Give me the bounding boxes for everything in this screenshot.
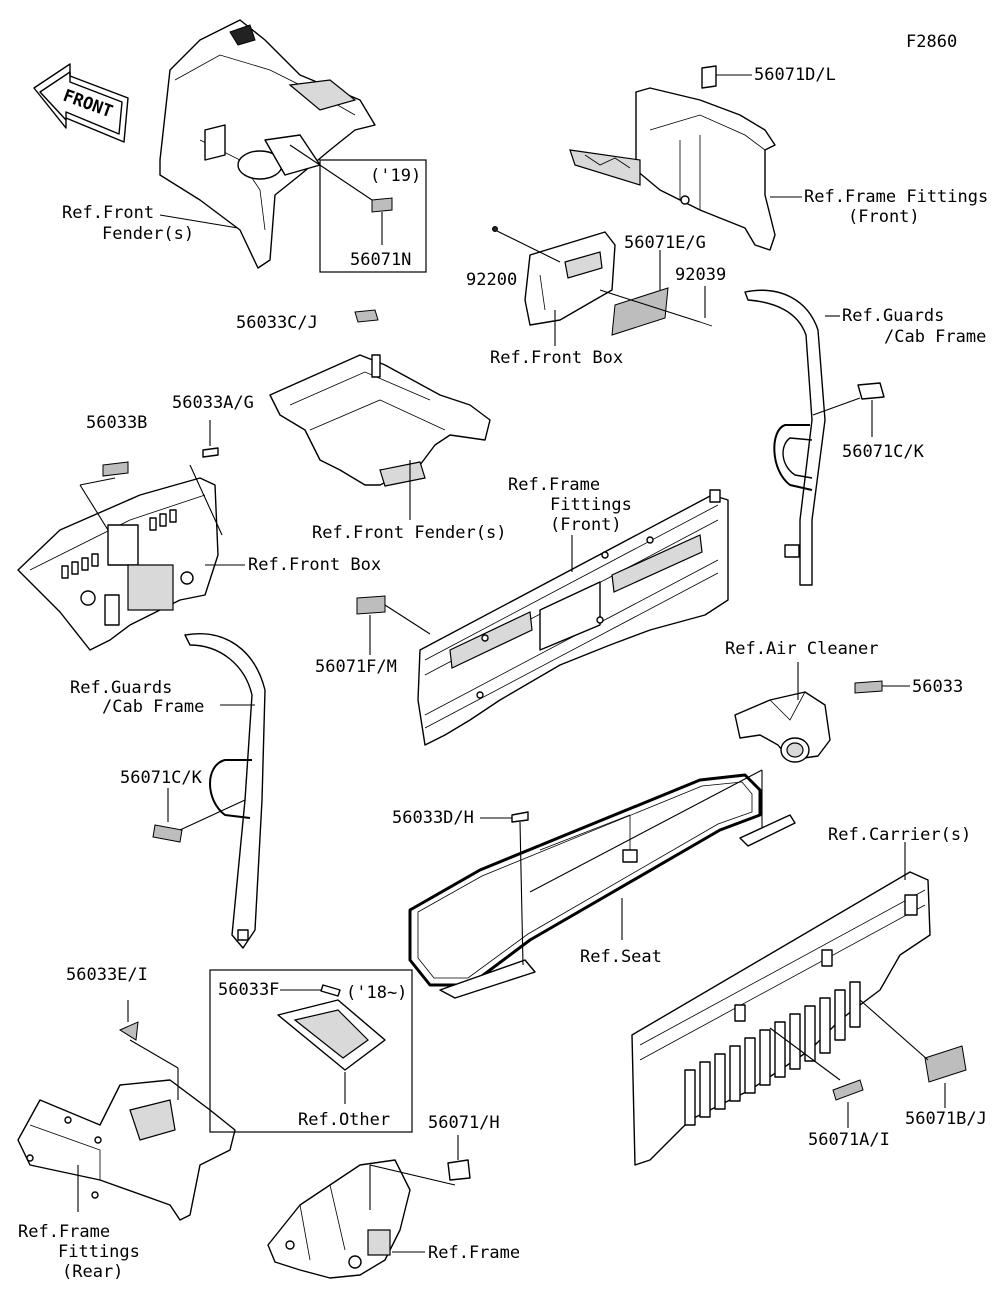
label-56033B: 56033B: [86, 413, 147, 433]
leader-line: [496, 230, 561, 263]
leader-line: [79, 484, 109, 531]
leader-line: [289, 144, 373, 201]
label-ref-front-box-1: Ref.Front Box: [490, 348, 623, 368]
label-56033F: 56033F: [218, 980, 279, 1000]
leader-line: [129, 1039, 179, 1069]
label-ref-guards-cab-frame-2b: /Cab Frame: [102, 697, 204, 717]
decal-56071DL: [701, 65, 717, 89]
label-ref-frame-fittings-front-2c: (Front): [550, 515, 622, 535]
leader-line: [384, 604, 431, 635]
decal-56033B: [102, 461, 129, 477]
air-cleaner-part: [734, 691, 831, 763]
label-56033: 56033: [912, 677, 963, 697]
leader-line: [369, 1164, 456, 1186]
label-ref-frame-fittings-rear-c: (Rear): [62, 1262, 123, 1282]
label-56071EG: 56071E/G: [624, 233, 706, 253]
label-56071H: 56071/H: [428, 1113, 500, 1133]
decal-56071N: [371, 197, 393, 213]
screw-92039: [699, 321, 713, 327]
label-ref-frame-fittings-front-1a: Ref.Frame Fittings: [804, 187, 988, 207]
label-56033AG: 56033A/G: [172, 393, 254, 413]
decal-56071BJ: [924, 1045, 967, 1083]
dashboard-part: [17, 477, 219, 651]
label-92039: 92039: [675, 265, 726, 285]
frame-fittings-panel-part: [417, 489, 729, 746]
label-56033DH: 56033D/H: [392, 808, 474, 828]
frame-fittings-front-part: [569, 87, 776, 251]
label-year-18: ('18~): [346, 983, 407, 1003]
decal-56033EI: [118, 1021, 139, 1041]
label-56071AI: 56071A/I: [808, 1130, 890, 1150]
label-year-19: ('19): [370, 166, 421, 186]
front-fender-part: [159, 19, 376, 269]
front-box-lid-part: [524, 231, 616, 326]
frame-part: [267, 1159, 411, 1279]
figure-code: F2860: [906, 32, 957, 52]
label-56033EI: 56033E/I: [66, 965, 148, 985]
label-ref-carriers: Ref.Carrier(s): [828, 825, 971, 845]
leader-line: [769, 1027, 841, 1081]
label-ref-frame-fittings-rear-a: Ref.Frame: [18, 1222, 110, 1242]
cab-frame-tube-left: [184, 633, 266, 949]
leader-line: [189, 464, 223, 536]
variant-box-18: [209, 969, 413, 1133]
variant-box-19: [319, 159, 427, 273]
label-ref-front-fender-1b: Fender(s): [102, 224, 194, 244]
label-56071DL: 56071D/L: [754, 65, 836, 85]
label-ref-other: Ref.Other: [298, 1110, 390, 1130]
decal-56071CK-1: [857, 382, 885, 400]
label-ref-frame-fittings-front-1b: (Front): [848, 207, 920, 227]
carrier-panel-part: [631, 871, 931, 1166]
frame-fittings-rear-part: [17, 1079, 236, 1221]
decal-56071CK-2: [152, 824, 183, 843]
cab-frame-tube-right: [744, 289, 826, 586]
decal-56033AG: [202, 447, 219, 458]
label-ref-seat: Ref.Seat: [580, 947, 662, 967]
leader-line: [859, 999, 929, 1061]
label-ref-guards-cab-frame-1a: Ref.Guards: [842, 306, 944, 326]
label-ref-frame: Ref.Frame: [428, 1243, 520, 1263]
leader-line: [519, 821, 524, 966]
label-92200: 92200: [466, 270, 517, 290]
label-56071N: 56071N: [350, 250, 411, 270]
carrier-frame-part: [408, 773, 796, 999]
label-56071CK-1: 56071C/K: [842, 442, 925, 462]
label-ref-air-cleaner: Ref.Air Cleaner: [725, 639, 879, 659]
leader-line: [812, 397, 861, 416]
label-ref-frame-fittings-front-2b: Fittings: [550, 495, 632, 515]
label-ref-front-fender-2: Ref.Front Fender(s): [312, 523, 506, 543]
label-ref-guards-cab-frame-2a: Ref.Guards: [70, 678, 172, 698]
front-fender-center-part: [269, 354, 491, 487]
label-ref-frame-fittings-rear-b: Fittings: [58, 1242, 140, 1262]
leader-line: [79, 477, 116, 486]
decal-56033: [854, 680, 883, 694]
label-56071CK-2: 56071C/K: [120, 768, 203, 788]
leader-line: [599, 289, 701, 323]
leader-line: [529, 769, 763, 893]
decal-56071H: [447, 1159, 471, 1181]
leader-line: [159, 214, 239, 229]
decal-56033CJ: [354, 309, 379, 323]
label-56071BJ: 56071B/J: [905, 1109, 987, 1129]
decal-56033F: [320, 984, 341, 997]
decal-56071EG: [611, 287, 669, 336]
decal-56033DH: [511, 811, 529, 823]
decal-56071FM: [356, 595, 386, 615]
decal-56071AI: [832, 1079, 864, 1101]
label-ref-frame-fittings-front-2a: Ref.Frame: [508, 475, 600, 495]
label-ref-front-box-2: Ref.Front Box: [248, 555, 381, 575]
leader-line: [179, 799, 246, 831]
access-cover-part: [277, 999, 386, 1071]
label-56033CJ: 56033C/J: [236, 313, 318, 333]
rivet-92200: [492, 226, 498, 232]
front-arrow-icon: FRONT: [33, 63, 129, 143]
label-56071FM: 56071F/M: [315, 657, 397, 677]
label-ref-front-fender-1a: Ref.Front: [62, 203, 154, 223]
label-ref-guards-cab-frame-1b: /Cab Frame: [884, 327, 986, 347]
